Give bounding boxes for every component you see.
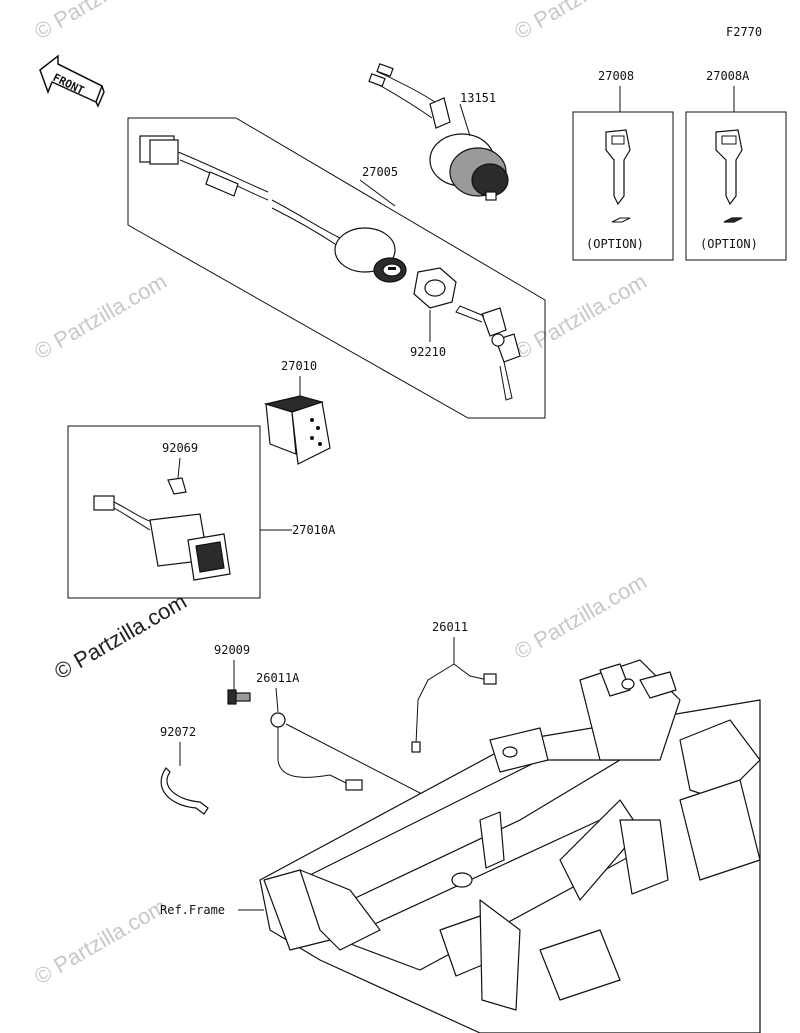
watermark-text: © Partzilla.com: [30, 894, 171, 990]
diagram-code: F2770: [726, 25, 762, 39]
part-label-27005: 27005: [362, 165, 398, 179]
part-label-13151: 13151: [460, 91, 496, 105]
watermark-text: © Partzilla.com: [510, 269, 651, 365]
watermark-text: © Partzilla.com: [510, 569, 651, 665]
part-92072: 92072: [160, 725, 209, 815]
part-label-92072: 92072: [160, 725, 196, 739]
watermark-text: © Partzilla.com: [510, 0, 651, 44]
part-label-92210: 92210: [410, 345, 446, 359]
option-label: (OPTION): [700, 237, 758, 251]
part-label-27008A: 27008A: [706, 69, 750, 83]
part-27010: 27010: [263, 359, 331, 465]
ref-frame-label: Ref.Frame: [160, 903, 225, 917]
part-label-27010: 27010: [281, 359, 317, 373]
part-label-26011: 26011: [432, 620, 468, 634]
part-26011A: 26011A: [256, 671, 493, 831]
part-label-27008: 27008: [598, 69, 634, 83]
watermark-text: © Partzilla.com: [30, 269, 171, 365]
ignition-switch-group: 27005 92210: [127, 117, 546, 419]
part-27010A: 92069 27010A: [67, 425, 336, 599]
option-label: (OPTION): [586, 237, 644, 251]
part-label-92009: 92009: [214, 643, 250, 657]
part-label-92069: 92069: [162, 441, 198, 455]
part-13151: 13151: [368, 63, 509, 201]
front-arrow-icon: FRONT: [39, 54, 105, 108]
part-92009: 92009: [214, 643, 251, 705]
part-27008: 27008 (OPTION): [572, 69, 674, 261]
part-label-27010A: 27010A: [292, 523, 336, 537]
watermark-text-dark: © Partzilla.com: [50, 589, 191, 685]
watermark-text: © Partzilla.com: [30, 0, 171, 44]
part-26011: 26011: [411, 620, 497, 753]
frame-assembly: Ref.Frame: [160, 659, 761, 1033]
part-label-26011A: 26011A: [256, 671, 300, 685]
part-27008A: 27008A (OPTION): [685, 69, 787, 261]
